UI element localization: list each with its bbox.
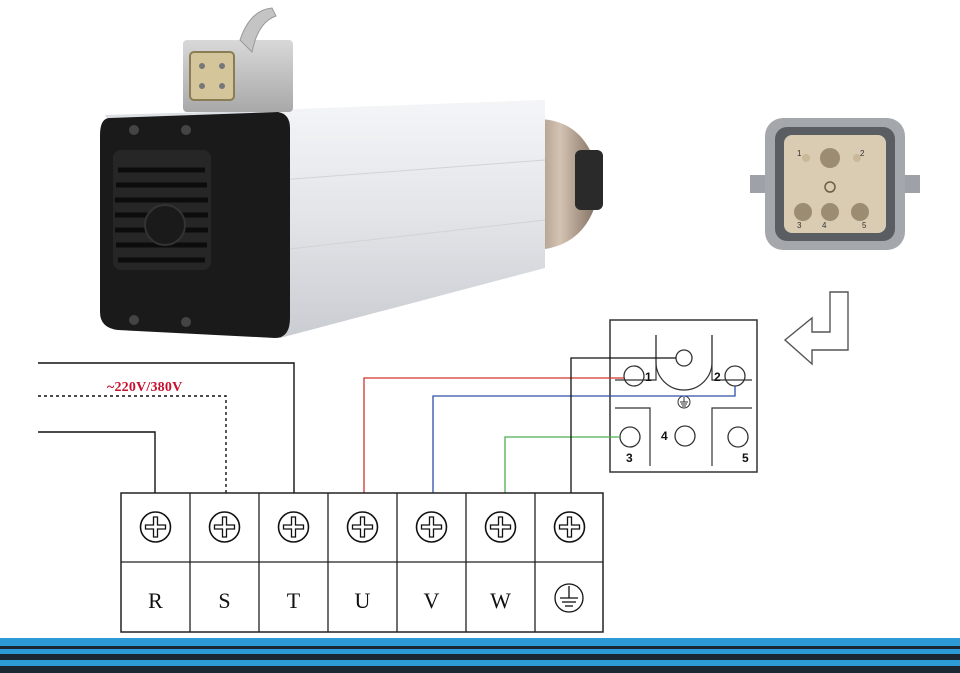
photo-pin-label-3: 3	[797, 221, 802, 230]
ground-symbol-icon	[554, 583, 584, 613]
pointer-arrow-icon	[783, 291, 849, 366]
terminal-screw-w	[484, 511, 517, 543]
pin-1-circle	[623, 365, 645, 387]
connector-photo	[750, 118, 920, 250]
photo-pin-label-5: 5	[862, 221, 867, 230]
photo-pin-label-4: 4	[822, 221, 827, 230]
pin-label-4: 4	[661, 429, 668, 443]
terminal-label-v: V	[423, 588, 440, 613]
photo-pin-label-2: 2	[860, 149, 865, 158]
pin-label-2: 2	[714, 370, 721, 384]
terminal-screw-pe	[553, 511, 586, 543]
pin-label-1: 1	[645, 370, 652, 384]
pin-label-5: 5	[742, 451, 749, 465]
photo-pin-label-1: 1	[797, 149, 802, 158]
terminal-screw-u	[346, 511, 379, 543]
pin-label-3: 3	[626, 451, 633, 465]
wire-v	[432, 386, 736, 493]
terminal-screws	[139, 511, 586, 543]
supply-voltage-label: ~220V/380V	[107, 380, 183, 395]
wire-u	[363, 377, 624, 493]
terminal-block	[120, 492, 604, 633]
terminal-screw-t	[277, 511, 310, 543]
terminal-label-u: U	[354, 588, 371, 613]
motor-wires	[363, 357, 736, 493]
wire-w	[504, 436, 620, 493]
terminal-label-w: W	[490, 588, 511, 613]
pin-5-circle	[727, 426, 749, 448]
terminal-screw-r	[139, 511, 172, 543]
terminal-label-s: S	[218, 588, 231, 613]
terminal-screw-v	[415, 511, 448, 543]
supply-wires	[38, 362, 295, 493]
pin-4-circle	[674, 425, 696, 447]
terminal-screw-s	[208, 511, 241, 543]
wire-pe	[570, 357, 676, 493]
terminal-label-t: T	[286, 588, 301, 613]
footer-stripes	[0, 638, 960, 673]
terminal-label-r: R	[148, 588, 163, 613]
spindle-motor-image	[100, 7, 603, 338]
